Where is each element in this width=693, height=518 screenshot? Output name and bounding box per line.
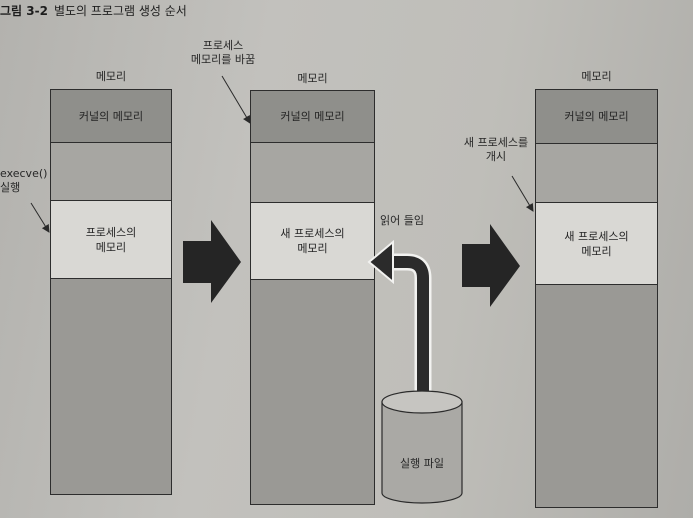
block-arrow-right-2 — [462, 224, 520, 307]
load-label: 읽어 들임 — [380, 214, 424, 227]
load-arrow-head — [367, 239, 394, 285]
memory-header-2: 메모리 — [297, 72, 328, 85]
lower-region-2 — [251, 280, 374, 504]
new-process-memory-3: 새 프로세스의 메모리 — [536, 203, 657, 285]
lower-region-3 — [536, 285, 657, 507]
memory-column-before: 커널의 메모리 프로세스의 메모리 — [50, 89, 172, 495]
free-region-1 — [51, 143, 171, 201]
process-memory-1: 프로세스의 메모리 — [51, 201, 171, 279]
memory-header-1: 메모리 — [95, 70, 127, 83]
figure-number: 그림 3-2 — [0, 4, 48, 18]
start-process-label: 새 프로세스를 개시 — [463, 136, 529, 163]
block-arrow-right-1 — [183, 220, 241, 303]
figure-caption: 그림 3-2 별도의 프로그램 생성 순서 — [0, 2, 187, 19]
figure-title: 별도의 프로그램 생성 순서 — [53, 4, 187, 18]
executable-file-label: 실행 파일 — [400, 457, 444, 470]
executable-file-cylinder — [381, 401, 463, 504]
lower-region-1 — [51, 279, 171, 494]
execve-label: execve() 실행 — [0, 167, 48, 194]
cylinder-top — [381, 390, 463, 414]
start-pointer-arrow — [511, 175, 534, 212]
execve-pointer-arrow — [30, 202, 50, 233]
kernel-memory-2: 커널의 메모리 — [251, 91, 374, 143]
replace-pointer-arrow — [221, 75, 251, 124]
kernel-memory-3: 커널의 메모리 — [536, 90, 657, 144]
free-region-3 — [536, 144, 657, 203]
new-process-memory-2: 새 프로세스의 메모리 — [251, 203, 374, 280]
replace-memory-label: 프로세스 메모리를 바꿈 — [190, 39, 256, 66]
kernel-memory-1: 커널의 메모리 — [51, 90, 171, 143]
memory-column-after: 커널의 메모리 새 프로세스의 메모리 — [535, 89, 658, 508]
load-path — [388, 256, 429, 405]
free-region-2 — [251, 143, 374, 203]
memory-column-loading: 커널의 메모리 새 프로세스의 메모리 — [250, 90, 375, 505]
memory-header-3: 메모리 — [581, 70, 612, 83]
